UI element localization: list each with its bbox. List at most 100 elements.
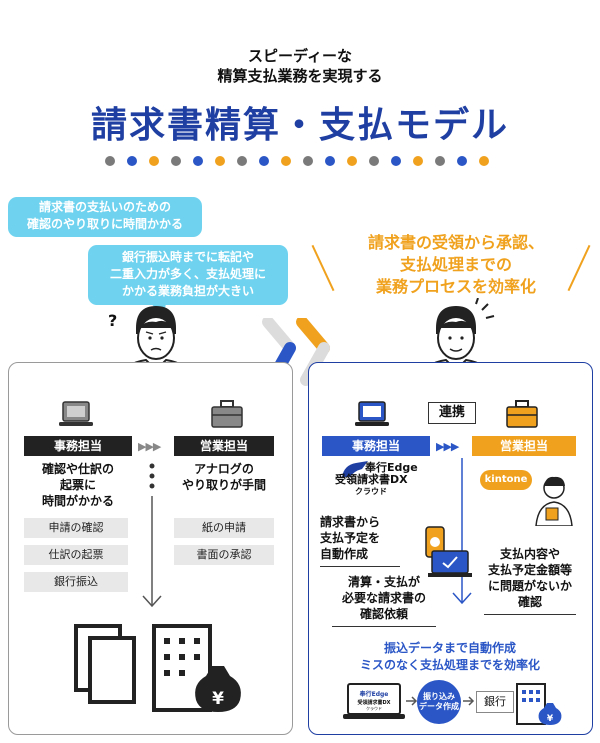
left-eigyo-item-1: 紙の申請 [174, 518, 274, 538]
divider-dot [171, 156, 181, 166]
divider-dot [479, 156, 489, 166]
right-flow-arrows: ▶▶▶ [436, 440, 459, 453]
text2-line2: 必要な請求書の [341, 591, 426, 605]
divider-dot [391, 156, 401, 166]
right-text-auto-create: 請求書から 支払予定を 自動作成 [320, 514, 400, 567]
subtitle: スピーディーな 精算支払業務を実現する [0, 46, 600, 86]
divider-dot [237, 156, 247, 166]
eigyo-text-line1: アナログの [194, 462, 254, 476]
left-jimu-item-3: 銀行振込 [24, 572, 128, 592]
right-headline: 請求書の受領から承認、 支払処理までの 業務プロセスを効率化 [340, 232, 572, 298]
left-jimu-item-1: 申請の確認 [24, 518, 128, 538]
bugyo-logo-icon [342, 461, 368, 477]
small-bank-icon: ¥ [516, 683, 562, 725]
left-eigyo-label: 営業担当 [174, 436, 274, 456]
flow-down-arrow [452, 458, 472, 605]
right-yen-symbol: ¥ [547, 714, 554, 724]
left-eigyo-item-2: 書面の承認 [174, 545, 274, 565]
text3-line1: 支払内容や [499, 547, 560, 561]
text3-line3: に問題がないか [487, 579, 572, 593]
down-arrow-icon [142, 496, 162, 608]
question-mark: ? [108, 311, 117, 330]
text1-line3: 自動作成 [320, 547, 369, 561]
right-jimu-label: 事務担当 [322, 436, 430, 456]
product-line2: 受領請求書DX [335, 473, 408, 486]
text2-line3: 確認依頼 [359, 607, 408, 621]
left-flow-arrows: ▶▶▶ [138, 440, 161, 453]
divider-dot [193, 156, 203, 166]
ellipsis-dots [149, 463, 155, 489]
text3-line4: 確認 [517, 595, 542, 609]
small-arrow-1 [406, 696, 418, 706]
product-line3: クラウド [355, 487, 387, 496]
complaint-bubble-1: 請求書の支払いのための 確認のやり取りに時間かかる [8, 197, 202, 237]
divider-dot [259, 156, 269, 166]
staff-person-icon [535, 476, 573, 526]
circle-line2: データ作成 [419, 702, 459, 711]
dot-divider [105, 156, 495, 168]
divider-dot [347, 156, 357, 166]
divider-dot [127, 156, 137, 166]
divider-dot [105, 156, 115, 166]
divider-dot [413, 156, 423, 166]
text1-line1: 請求書から [320, 515, 381, 529]
right-bottom-message: 振込データまで自動作成 ミスのなく支払処理までを効率化 [316, 640, 584, 674]
bubble2-line3: かかる業務負担が大きい [121, 284, 254, 298]
left-jimu-label: 事務担当 [24, 436, 132, 456]
product-logo-text: 奉行Edge 受領請求書DX クラウド [335, 462, 435, 498]
bottom-line2: ミスのなく支払処理までを効率化 [359, 658, 540, 672]
bubble1-line2: 確認のやり取りに時間かかる [26, 217, 183, 231]
bottom-line1: 振込データまで自動作成 [383, 641, 516, 655]
small-arrow-2 [463, 696, 475, 706]
jimu-text-line3: 時間がかかる [41, 494, 114, 508]
text2-line1: 清算・支払が [347, 575, 420, 589]
subtitle-line2: 精算支払業務を実現する [217, 67, 383, 85]
right-eigyo-label: 営業担当 [472, 436, 576, 456]
bank-label: 銀行 [476, 691, 514, 713]
right-text-request: 清算・支払が 必要な請求書の 確認依頼 [332, 574, 436, 627]
left-yen-symbol: ¥ [212, 689, 224, 709]
briefcase-icon [211, 400, 243, 428]
left-jimu-text: 確認や仕訳の 起票に 時間がかかる [24, 461, 132, 509]
jimu-text-line1: 確認や仕訳の [41, 462, 114, 476]
phone-laptop-icon [425, 526, 472, 577]
left-eigyo-text: アナログの やり取りが手間 [174, 461, 274, 493]
divider-dot [149, 156, 159, 166]
laptop-product-icon: 奉行Edge 受領請求書DX クラウド [343, 683, 405, 719]
divider-dot [281, 156, 291, 166]
renkei-label: 連携 [428, 402, 476, 424]
briefcase-icon-right [506, 400, 538, 428]
bubble1-line1: 請求書の支払いのための [38, 200, 171, 214]
bubble2-line1: 銀行振込時までに転記や [121, 250, 254, 264]
transfer-data-circle: 振り込み データ作成 [417, 680, 461, 724]
paper-documents-icon [74, 624, 136, 704]
divider-dot [303, 156, 313, 166]
text3-line2: 支払予定金額等 [487, 563, 572, 577]
headline-line2: 支払処理までの [399, 255, 512, 274]
left-jimu-item-2: 仕訳の起票 [24, 545, 128, 565]
product-line1: 奉行Edge [365, 461, 418, 474]
laptop-icon-right [355, 401, 389, 426]
divider-dot [215, 156, 225, 166]
divider-dot [435, 156, 445, 166]
subtitle-line1: スピーディーな [248, 47, 352, 65]
kintone-badge: kintone [480, 470, 532, 490]
laptop-line3: クラウド [366, 705, 382, 711]
bubble2-line2: 二重入力が多く、支払処理に [109, 267, 266, 281]
eigyo-text-line2: やり取りが手間 [181, 478, 266, 492]
laptop-icon [59, 401, 93, 426]
divider-dot [457, 156, 467, 166]
laptop-line1: 奉行Edge [359, 690, 389, 698]
page-title: 請求書精算・支払モデル [90, 105, 509, 146]
text1-line2: 支払予定を [320, 531, 381, 545]
divider-dot [369, 156, 379, 166]
complaint-bubble-2: 銀行振込時までに転記や 二重入力が多く、支払処理に かかる業務負担が大きい [88, 245, 288, 305]
headline-slash-left [311, 244, 335, 292]
laptop-line2: 受領請求書DX [357, 699, 390, 706]
circle-line1: 振り込み [423, 692, 455, 701]
jimu-text-line2: 起票に [59, 478, 96, 492]
right-text-check: 支払内容や 支払予定金額等 に問題がないか 確認 [484, 546, 576, 615]
divider-dot [325, 156, 335, 166]
headline-line1: 請求書の受領から承認、 [367, 233, 544, 252]
headline-line3: 業務プロセスを効率化 [375, 277, 536, 296]
